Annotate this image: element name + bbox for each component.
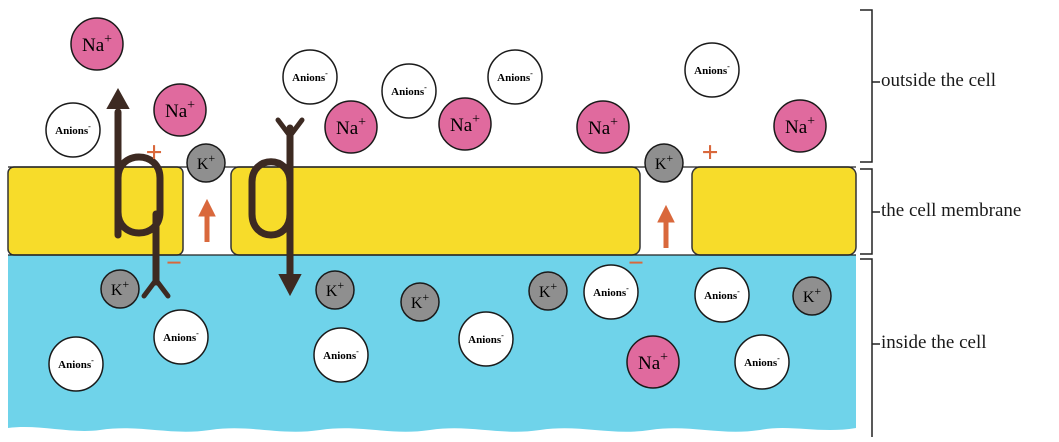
efflux-arrow-icon <box>106 87 171 299</box>
anion: Anions- <box>313 327 369 383</box>
svg-text:Anions-: Anions- <box>163 329 199 344</box>
anion: Anions- <box>734 334 790 390</box>
svg-text:Anions-: Anions- <box>497 69 533 84</box>
svg-text:Anions-: Anions- <box>704 287 740 302</box>
label-cell-membrane: the cell membrane <box>881 200 1022 221</box>
membrane-segment-right <box>691 166 857 256</box>
bracket-outside <box>860 9 880 163</box>
svg-text:Anions-: Anions- <box>744 354 780 369</box>
inside-fluid <box>8 255 856 432</box>
svg-text:Anions-: Anions- <box>468 331 504 346</box>
label-inside-cell: inside the cell <box>881 332 987 353</box>
svg-text:Anions-: Anions- <box>58 356 94 371</box>
influx-arrow-icon <box>248 117 305 297</box>
cell-membrane <box>7 166 857 256</box>
anion: Anions- <box>458 311 514 367</box>
anion: Anions- <box>487 49 543 105</box>
charge-negative-right: − <box>628 248 644 279</box>
anion: Anions- <box>381 63 437 119</box>
anion: Anions- <box>684 42 740 98</box>
anion: Anions- <box>48 336 104 392</box>
sodium-ion: Na+ <box>324 100 378 154</box>
svg-text:Anions-: Anions- <box>292 69 328 84</box>
sodium-ion: Na+ <box>438 97 492 151</box>
label-outside-cell: outside the cell <box>881 70 997 91</box>
sodium-ion: Na+ <box>153 83 207 137</box>
anion: Anions- <box>153 309 209 365</box>
svg-text:Anions-: Anions- <box>694 62 730 77</box>
svg-text:Anions-: Anions- <box>391 83 427 98</box>
anion: Anions- <box>282 49 338 105</box>
sodium-ion: Na+ <box>773 99 827 153</box>
bracket-membrane <box>860 168 880 255</box>
potassium-ion: K+ <box>400 282 440 322</box>
potassium-ion: K+ <box>186 143 226 183</box>
sodium-ion: Na+ <box>70 17 124 71</box>
svg-text:Anions-: Anions- <box>55 122 91 137</box>
ions-layer: Na+ Na+ Na+ Na+ Na+ Na+ Na+ K+ K+ K+ K+ K+ K+ K+ Anion… <box>45 17 832 392</box>
anion: Anions- <box>583 264 639 320</box>
sodium-ion: Na+ <box>576 100 630 154</box>
svg-text:Anions-: Anions- <box>593 284 629 299</box>
bracket-inside <box>860 258 880 437</box>
sodium-ion: Na+ <box>626 335 680 389</box>
svg-text:Na+: Na+ <box>450 112 480 136</box>
potassium-ion: K+ <box>792 276 832 316</box>
potassium-ion: K+ <box>100 269 140 309</box>
potassium-ion: K+ <box>528 271 568 311</box>
upward-flow-arrow-icon <box>198 198 216 242</box>
anion: Anions- <box>694 267 750 323</box>
upward-flow-arrow-icon-right <box>657 204 675 248</box>
potassium-ion: K+ <box>644 143 684 183</box>
svg-text:Anions-: Anions- <box>323 347 359 362</box>
charge-positive-right: + <box>701 136 718 169</box>
side-brackets <box>860 9 880 437</box>
potassium-ion: K+ <box>315 270 355 310</box>
anion: Anions- <box>45 102 101 158</box>
charge-positive-left: + <box>145 136 162 169</box>
charge-negative-left: − <box>166 248 182 279</box>
